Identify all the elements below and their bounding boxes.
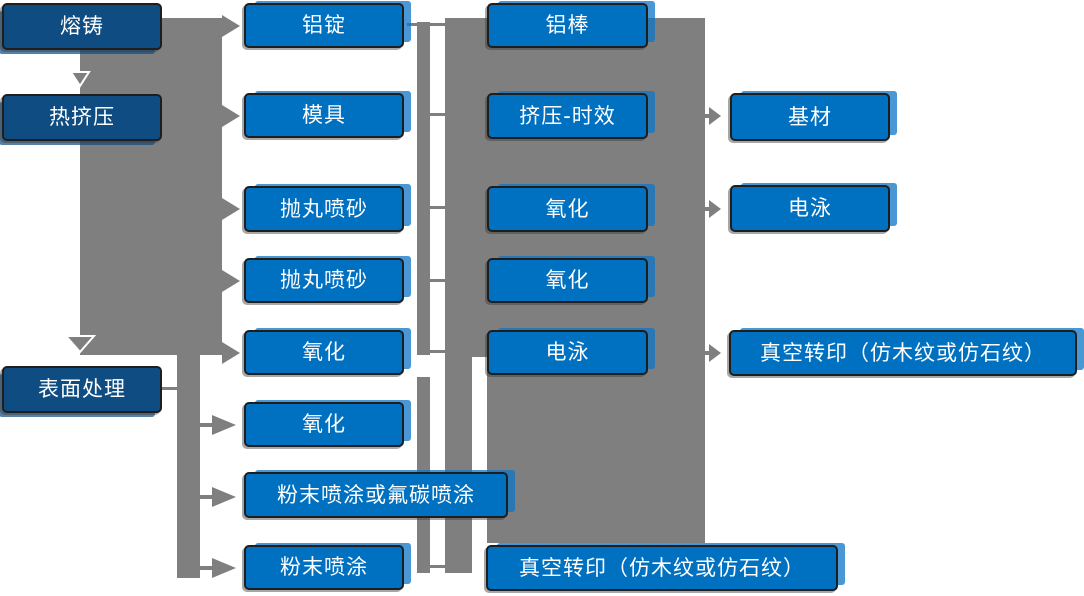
connector-collector-bar-upper [417, 22, 430, 355]
node-powder-coating: 粉末喷涂 [244, 545, 404, 590]
node-mold: 模具 [244, 93, 404, 138]
connector-central-strip [445, 357, 472, 573]
arrowhead-to-powder-or-fluorocarbon [212, 487, 236, 507]
node-surface-treatment: 表面处理 [2, 366, 162, 413]
connector-central-block-lower [487, 357, 705, 543]
node-vacuum-transfer-right: 真空转印（仿木纹或仿石纹） [729, 330, 1077, 376]
node-electrophoresis-2: 电泳 [730, 185, 890, 232]
node-melt-cast: 熔铸 [2, 3, 162, 50]
connector-tick-row5 [430, 350, 445, 353]
arrowhead-to-shot-blasting-1 [222, 198, 240, 220]
node-shot-blasting-2: 抛丸喷砂 [244, 258, 404, 303]
arrowhead-down-to-hot-extrusion [69, 71, 91, 88]
node-powder-or-fluorocarbon: 粉末喷涂或氟碳喷涂 [244, 472, 508, 518]
connector-stub-vacuum-transfer-right [703, 351, 711, 355]
arrowhead-to-vacuum-transfer-right [709, 344, 721, 362]
connector-stub-electrophoresis-2 [703, 207, 711, 211]
connector-left-block [80, 18, 222, 355]
node-electrophoresis-1: 电泳 [487, 330, 648, 375]
connector-tick-row4 [430, 279, 445, 282]
connector-tick-row1 [407, 23, 445, 26]
arrowhead-to-aluminum-ingot [222, 15, 240, 37]
node-aluminum-ingot: 铝锭 [244, 3, 404, 48]
arrowhead-to-shot-blasting-2 [222, 270, 240, 292]
arrowhead-to-mold [222, 105, 240, 127]
node-vacuum-transfer-bottom: 真空转印（仿木纹或仿石纹） [486, 545, 838, 591]
connector-stub-powder-fluorocarbon [200, 495, 214, 499]
connector-stub-oxidation-2 [200, 423, 214, 427]
connector-tick-row8 [430, 565, 445, 568]
node-base-material: 基材 [730, 93, 890, 141]
arrowhead-to-base-material [709, 107, 721, 125]
connector-tick-row2 [430, 113, 445, 116]
node-oxidation-2: 氧化 [244, 402, 404, 447]
node-oxidation-4: 氧化 [487, 258, 648, 303]
connector-tick-row3 [430, 206, 445, 209]
node-oxidation-1: 氧化 [244, 330, 404, 375]
node-extrusion-aging: 挤压-时效 [487, 93, 648, 139]
connector-branch-bar-left [177, 352, 200, 578]
arrowhead-to-powder-coating [212, 558, 236, 578]
connector-surface-treatment-stub [161, 387, 179, 390]
connector-stub-base-material [703, 114, 711, 118]
arrowhead-down-to-surface-treatment [63, 335, 97, 354]
arrowhead-to-electrophoresis-2 [709, 200, 721, 218]
arrowhead-to-oxidation-1 [222, 342, 240, 364]
node-shot-blasting-1: 抛丸喷砂 [244, 186, 404, 232]
node-hot-extrusion: 热挤压 [2, 94, 162, 141]
connector-stub-powder-coating [200, 566, 214, 570]
arrowhead-to-oxidation-2 [212, 415, 236, 435]
node-aluminum-rod: 铝棒 [487, 3, 648, 48]
node-oxidation-3: 氧化 [487, 186, 648, 232]
